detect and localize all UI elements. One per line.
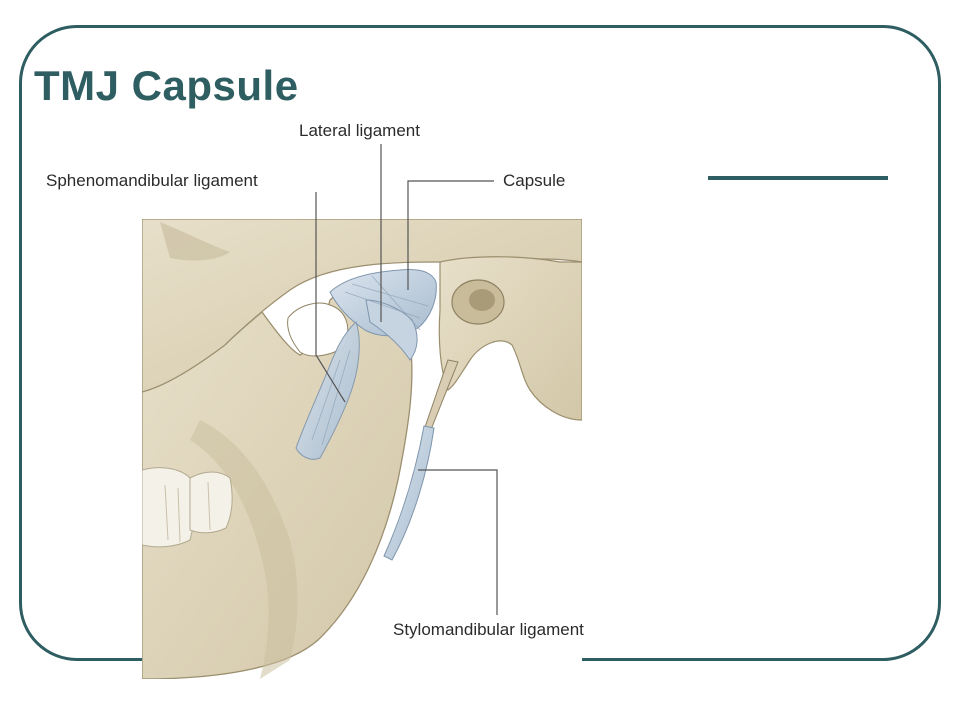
leader-capsule [407, 180, 494, 290]
mandible-shading [190, 420, 298, 679]
orbit-shadow [160, 222, 230, 261]
label-sphenomandibular-ligament: Sphenomandibular ligament [46, 171, 258, 190]
stylomandibular-ligament [383, 425, 435, 561]
sphenomandibular-ligament [295, 321, 360, 460]
label-capsule: Capsule [503, 171, 565, 190]
label-lateral-ligament: Lateral ligament [299, 121, 420, 140]
leader-stylo [418, 469, 498, 615]
leader-spheno [315, 192, 346, 403]
lateral-ligament [365, 299, 418, 361]
auditory-meatus-inner [469, 289, 495, 311]
teeth [142, 467, 233, 548]
leader-lines [315, 144, 498, 615]
accent-line [708, 176, 888, 180]
label-stylomandibular-ligament: Stylomandibular ligament [393, 620, 584, 639]
ligament-fibers [311, 275, 429, 446]
slide-title: TMJ Capsule [34, 62, 299, 109]
